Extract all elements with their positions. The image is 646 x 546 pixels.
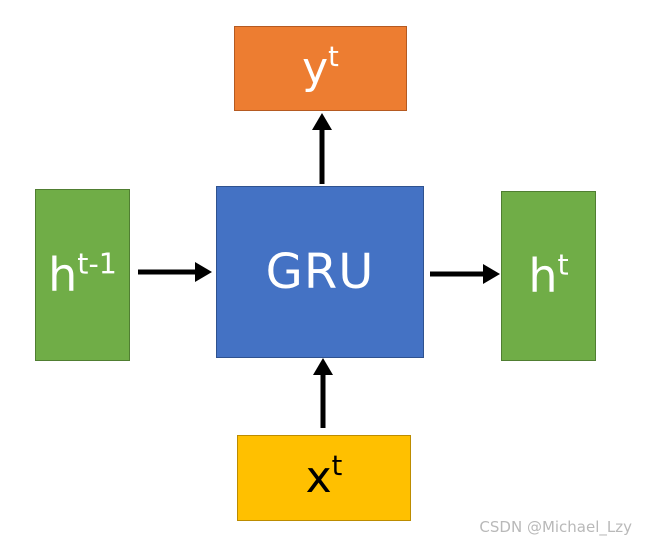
previous-hidden-state-node: ht-1 (35, 189, 130, 361)
arrow-prev-hidden-to-gru (138, 262, 212, 282)
output-node-y-t: yt (234, 26, 407, 111)
gru-cell-node: GRU (216, 186, 424, 358)
previous-hidden-state-label: ht-1 (48, 247, 117, 302)
watermark: CSDN @Michael_Lzy (479, 518, 632, 536)
input-node-label: xt (305, 451, 343, 503)
arrow-gru-to-next-hidden (430, 264, 500, 284)
gru-cell-label: GRU (265, 244, 375, 300)
next-hidden-state-label: ht (528, 248, 569, 303)
next-hidden-state-node: ht (501, 191, 596, 361)
arrow-input-to-gru (313, 358, 333, 428)
input-node-x-t: xt (237, 435, 411, 521)
output-node-label: yt (302, 41, 339, 94)
arrow-gru-to-output (312, 113, 332, 184)
